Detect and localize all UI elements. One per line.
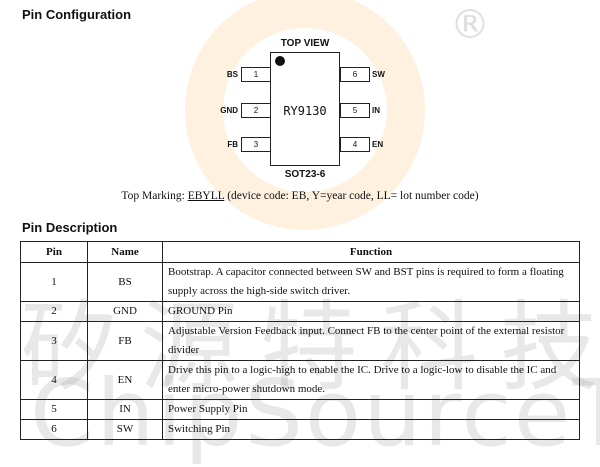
cell-pin: 6 (20, 419, 88, 440)
pin-box-6: 6 (340, 67, 370, 82)
pin-label-fb: FB (227, 140, 238, 149)
pin-label-gnd: GND (220, 106, 238, 115)
chip-body (270, 52, 340, 166)
pin-box-2: 2 (241, 103, 271, 118)
top-marking-line: Top Marking: EBYLL (device code: EB, Y=y… (0, 190, 600, 202)
header-function: Function (162, 241, 580, 263)
cell-name: IN (87, 399, 163, 420)
cell-name: EN (87, 360, 163, 400)
header-name: Name (87, 241, 163, 263)
cell-name: GND (87, 301, 163, 322)
marking-label: Top Marking: (121, 190, 188, 202)
cell-function: Drive this pin to a logic-high to enable… (162, 360, 580, 400)
package-label: SOT23-6 (284, 169, 326, 180)
pin-label-bs: BS (226, 70, 238, 79)
pin-label-in: IN (372, 106, 380, 115)
cell-pin: 4 (20, 360, 88, 400)
marking-code: EBYLL (187, 190, 225, 202)
cell-function: Power Supply Pin (162, 399, 580, 420)
cell-function: Switching Pin (162, 419, 580, 440)
cell-function: GROUND Pin (162, 301, 580, 322)
cell-name: FB (87, 321, 163, 361)
marking-note: (device code: EB, Y=year code, LL= lot n… (224, 190, 479, 202)
pin-label-en: EN (372, 140, 384, 149)
cell-function: Bootstrap. A capacitor connected between… (162, 262, 580, 302)
cell-pin: 2 (20, 301, 88, 322)
pin-config-heading: Pin Configuration (22, 7, 132, 22)
pin-box-4: 4 (340, 137, 370, 152)
pin-box-1: 1 (241, 67, 271, 82)
cell-pin: 1 (20, 262, 88, 302)
pin-box-3: 3 (241, 137, 271, 152)
pin-label-sw: SW (372, 70, 385, 79)
cell-name: SW (87, 419, 163, 440)
cell-pin: 5 (20, 399, 88, 420)
chip-marking: RY9130 (283, 104, 327, 118)
watermark-registered: ® (450, 2, 490, 48)
pin1-dot (275, 56, 285, 66)
cell-function: Adjustable Version Feedback input. Conne… (162, 321, 580, 361)
cell-pin: 3 (20, 321, 88, 361)
pin-desc-heading: Pin Description (22, 220, 118, 235)
pin-box-5: 5 (340, 103, 370, 118)
header-pin: Pin (20, 241, 88, 263)
cell-name: BS (87, 262, 163, 302)
top-view-label: TOP VIEW (280, 38, 330, 49)
